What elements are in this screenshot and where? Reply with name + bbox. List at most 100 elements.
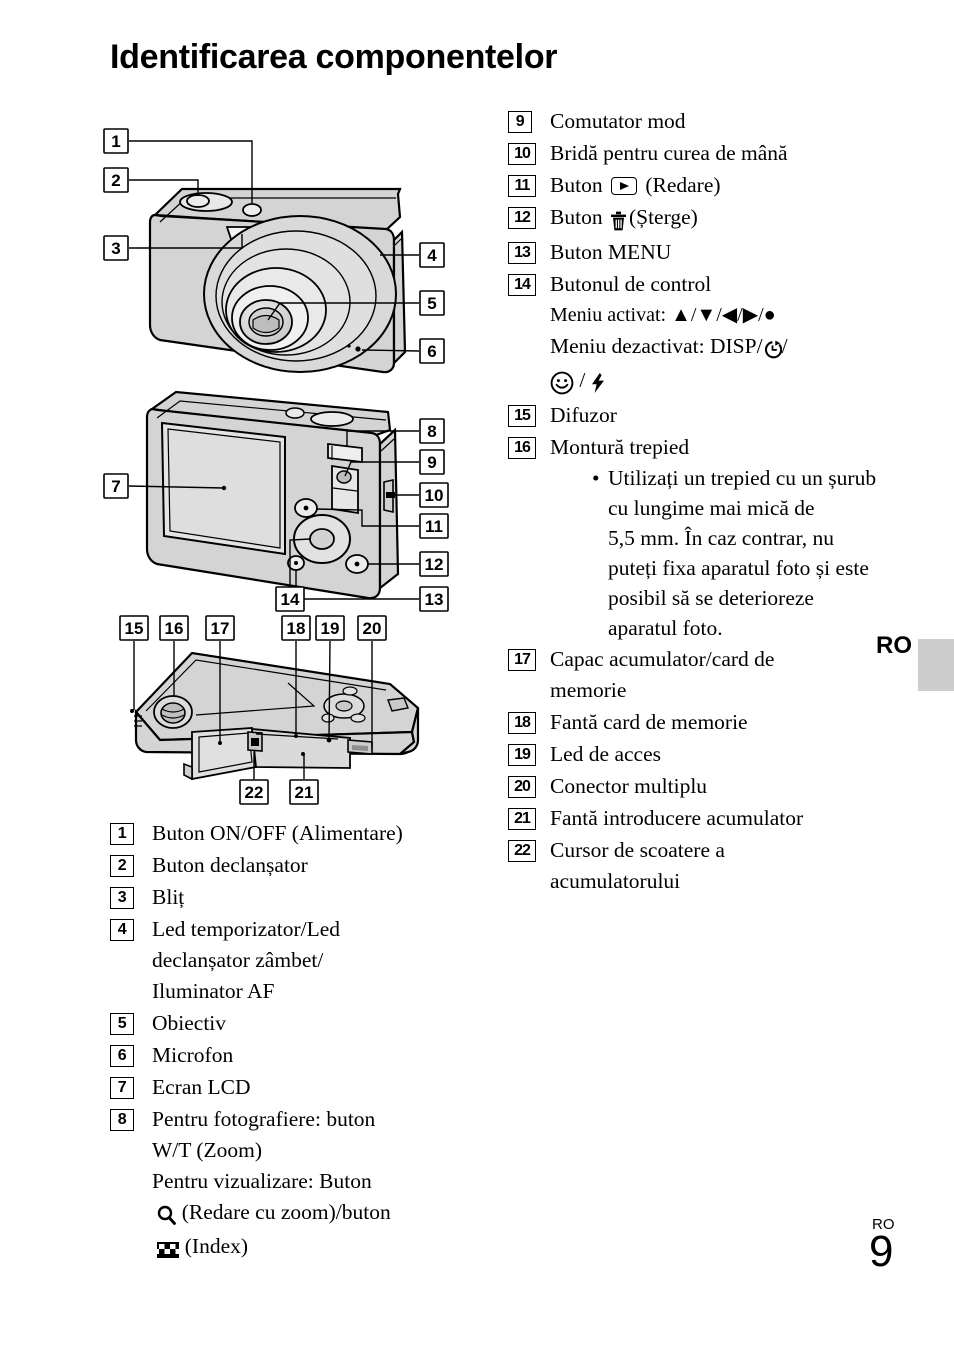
- svg-text:16: 16: [165, 619, 184, 638]
- list-item-13: 13 Buton MENU: [508, 237, 888, 268]
- footer-page-number: 9: [869, 1227, 894, 1276]
- item-number-badge: 6: [110, 1045, 134, 1067]
- list-item-11: 11 Buton (Redare): [508, 170, 888, 201]
- callout-12: 12: [368, 551, 449, 577]
- item-number-badge: 5: [110, 1013, 134, 1035]
- item-number-badge: 20: [508, 776, 536, 798]
- svg-text:3: 3: [111, 239, 120, 258]
- item-sub-line: W/T (Zoom): [152, 1138, 263, 1162]
- svg-text:4: 4: [427, 246, 437, 265]
- language-tab-block: [918, 639, 954, 691]
- callout-8: 8: [346, 418, 445, 446]
- shutter-button-part: [179, 192, 233, 212]
- self-timer-icon: [763, 334, 782, 365]
- list-item-17: 17 Capac acumulator/card de memorie: [508, 644, 888, 706]
- list-item-21: 21 Fantă introducere acumulator: [508, 803, 888, 834]
- callout-22: 22: [239, 752, 269, 805]
- item-label: Butonul de control: [550, 272, 712, 296]
- svg-text:1: 1: [111, 132, 120, 151]
- item-sub-line-icons: /: [550, 365, 888, 399]
- power-button-part: [242, 203, 262, 217]
- svg-text:19: 19: [321, 619, 340, 638]
- list-item-12: 12 Buton (Șterge): [508, 202, 888, 236]
- svg-text:6: 6: [427, 342, 436, 361]
- item-number-badge: 8: [110, 1109, 134, 1131]
- item-label: Microfon: [152, 1043, 234, 1067]
- menu-off-prefix: Meniu dezactivat: DISP/: [550, 334, 763, 358]
- item-sub-line: Iluminator AF: [152, 979, 275, 1003]
- item-label: Obiectiv: [152, 1011, 227, 1035]
- parts-list-left: 1 Buton ON/OFF (Alimentare) 2 Buton decl…: [110, 818, 500, 1266]
- callout-18: 18: [281, 615, 311, 735]
- item-number-badge: 11: [508, 175, 536, 197]
- memory-card-slot-part: [255, 733, 339, 740]
- item-label: Buton (Șterge): [550, 202, 888, 236]
- list-item-14: 14 Butonul de control Meniu activat: ▲/▼…: [508, 269, 888, 399]
- control-button-part: [293, 514, 351, 564]
- item-sub-line: declanșator zâmbet/: [152, 948, 324, 972]
- svg-text:18: 18: [287, 619, 306, 638]
- smile-icon: [550, 368, 574, 399]
- delete-button-part: [345, 554, 369, 574]
- item-label: Buton ON/OFF (Alimentare): [152, 821, 403, 845]
- trash-icon: [608, 205, 629, 236]
- item-label: Pentru fotografiere: buton: [152, 1107, 376, 1131]
- page-title: Identificarea componentelor: [110, 38, 558, 76]
- lens-part: [203, 215, 397, 373]
- parts-list-right: 9 Comutator mod 10 Bridă pentru curea de…: [508, 106, 888, 898]
- callout-14: 14: [275, 538, 311, 612]
- list-item-9: 9 Comutator mod: [508, 106, 888, 137]
- item-sub-line-menu-off: Meniu dezactivat: DISP//: [550, 331, 888, 365]
- item-number-badge: 2: [110, 855, 134, 877]
- list-item-15: 15 Difuzor: [508, 400, 888, 431]
- item-label: Comutator mod: [550, 109, 686, 133]
- item-label: Montură trepied: [550, 435, 690, 459]
- item-number-badge: 14: [508, 274, 536, 296]
- bullet-dot: •: [592, 466, 600, 490]
- list-item-22: 22 Cursor de scoatere a acumulatorului: [508, 835, 888, 897]
- list-item-3: 3 Bliț: [110, 882, 500, 913]
- item-bullet-note: • Utilizați un trepied cu un șurub cu lu…: [550, 463, 888, 643]
- item-label: Capac acumulator/card de: [550, 647, 775, 671]
- item-sub-line-index: (Index): [152, 1231, 500, 1265]
- camera-bottom-view-figure: 15 16 17 18 19: [100, 612, 460, 817]
- item-number-badge: 7: [110, 1077, 134, 1099]
- item-label: Led temporizator/Led: [152, 917, 341, 941]
- callout-20: 20: [357, 615, 387, 748]
- footer-language-code: RO: [872, 1216, 895, 1233]
- list-item-6: 6 Microfon: [110, 1040, 500, 1071]
- top-controls-part: [285, 407, 354, 427]
- item-sub-line: memorie: [550, 678, 627, 702]
- speaker-part: [130, 709, 142, 727]
- magnifier-icon: [157, 1200, 177, 1231]
- multi-connector-part: [347, 739, 373, 755]
- item-number-badge: 12: [508, 207, 536, 229]
- item-label: Fantă card de memorie: [550, 710, 748, 734]
- play-icon: [610, 177, 637, 195]
- callout-19: 19: [315, 615, 345, 740]
- item-label: Led de acces: [550, 742, 662, 766]
- item-number-badge: 9: [508, 111, 532, 133]
- language-tab-label: RO: [876, 632, 912, 659]
- index-line-text: (Index): [184, 1234, 249, 1258]
- bullet-line: puteți fixa aparatul foto și este: [608, 556, 869, 580]
- eject-lever-part: [247, 731, 263, 752]
- svg-text:7: 7: [111, 477, 120, 496]
- bullet-line: cu lungime mai mică de: [608, 496, 815, 520]
- svg-text:10: 10: [425, 486, 444, 505]
- item-label-after: (Șterge): [628, 205, 698, 229]
- item-number-badge: 18: [508, 712, 536, 734]
- item-label-before: Buton: [550, 173, 603, 197]
- svg-text:13: 13: [425, 590, 444, 609]
- callout-2: 2: [103, 167, 199, 196]
- callout-15: 15: [119, 615, 149, 710]
- svg-text:22: 22: [245, 783, 264, 802]
- callout-6: 6: [361, 338, 445, 364]
- item-label: Fantă introducere acumulator: [550, 806, 804, 830]
- bullet-line: Utilizați un trepied cu un șurub: [608, 466, 877, 490]
- callout-16: 16: [159, 615, 189, 696]
- svg-text:11: 11: [425, 517, 443, 536]
- svg-text:17: 17: [211, 619, 230, 638]
- strap-hook-part: [383, 479, 395, 513]
- item-label: Buton declanșator: [152, 853, 308, 877]
